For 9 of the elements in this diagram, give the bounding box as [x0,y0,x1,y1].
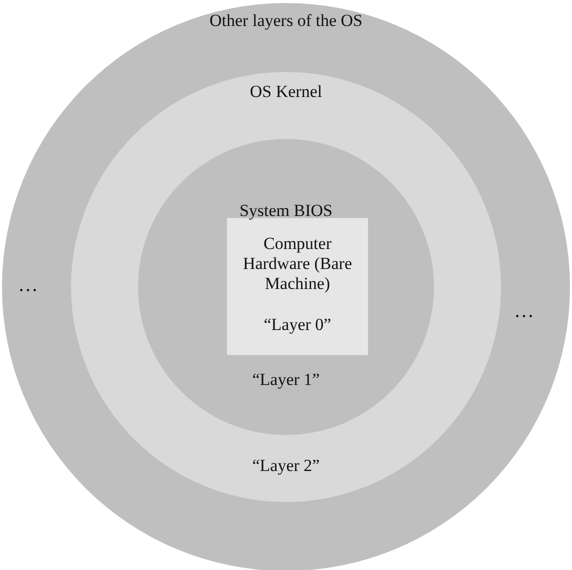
ellipsis-mark: … [18,274,38,297]
layer-name: Other layers of the OS [208,11,364,31]
layer-name: OS Kernel [248,82,324,102]
layer-number: “Layer 1” [251,370,321,390]
layer-number: “Layer 0” [262,315,332,335]
layer-number: “Layer 2” [251,456,321,476]
layer-name: Computer Hardware (Bare Machine) [242,234,353,294]
ellipsis-mark: … [514,300,534,323]
layer-name: System BIOS [238,201,334,221]
